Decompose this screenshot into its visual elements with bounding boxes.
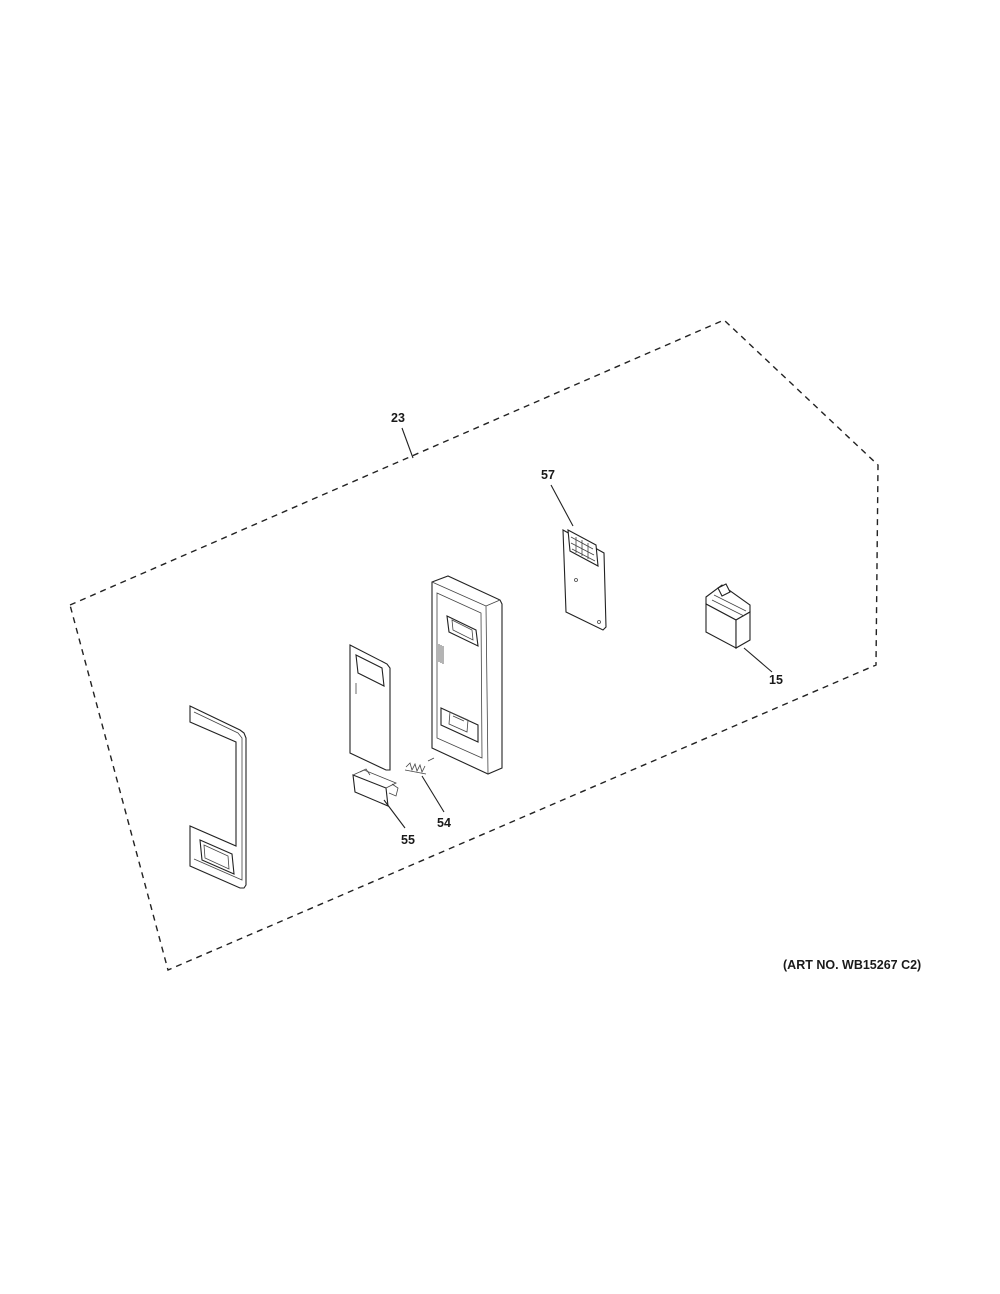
svg-text:15: 15 (769, 673, 783, 687)
callout-54: 54 (421, 775, 451, 830)
svg-text:54: 54 (437, 816, 451, 830)
part-switch-assembly[interactable] (705, 583, 751, 649)
part-button-bracket[interactable] (352, 768, 399, 807)
part-control-board[interactable] (562, 529, 607, 631)
part-spring[interactable] (404, 757, 435, 775)
callout-15: 15 (743, 647, 783, 687)
kit-boundary-outline (69, 319, 879, 971)
part-trim-frame[interactable] (189, 705, 247, 889)
svg-text:57: 57 (541, 468, 555, 482)
svg-text:23: 23 (391, 411, 405, 425)
callout-23: 23 (391, 411, 414, 459)
callout-55: 55 (383, 799, 415, 847)
art-number: (ART NO. WB15267 C2) (783, 958, 921, 972)
svg-text:55: 55 (401, 833, 415, 847)
part-door-panel[interactable] (349, 644, 391, 771)
callout-57: 57 (541, 468, 574, 527)
part-control-panel-housing[interactable] (431, 575, 503, 775)
